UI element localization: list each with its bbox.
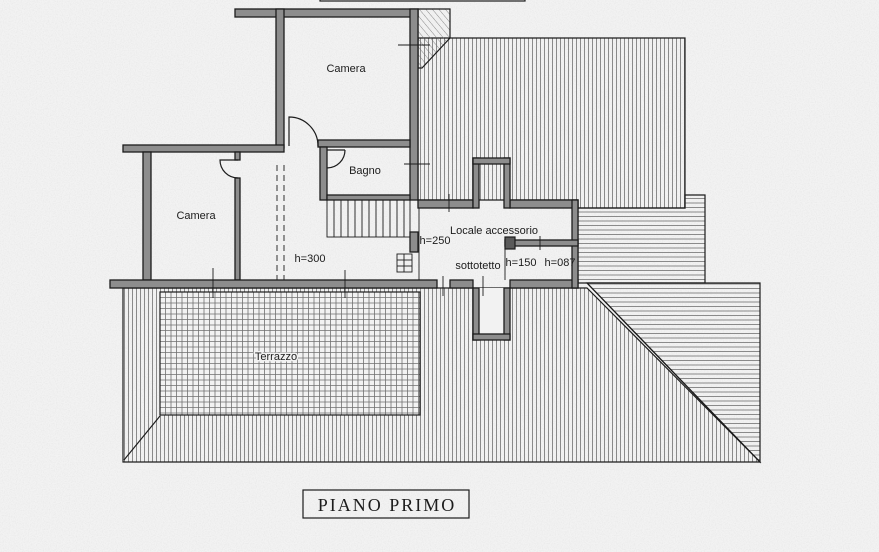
room-label-sottotetto: sottotetto <box>455 260 500 272</box>
door-swing-camera-left <box>219 159 239 179</box>
room-label-camera-left: Camera <box>176 210 216 222</box>
plan-title: PIANO PRIMO <box>318 495 457 515</box>
wall-annex-bottom <box>472 333 511 341</box>
walls <box>109 8 579 341</box>
room-label-bagno: Bagno <box>349 165 381 177</box>
wall-top <box>234 8 419 18</box>
wall-annex-left <box>472 287 480 341</box>
room-label-camera-top: Camera <box>326 63 366 75</box>
wall-bottom-east <box>509 279 579 289</box>
height-label-locale: h=250 <box>420 235 451 247</box>
height-label-corridor: h=300 <box>295 253 326 265</box>
wall-left-room-top <box>122 144 285 153</box>
terrazzo-paving <box>159 291 421 416</box>
wall-locale-top-east <box>509 199 579 209</box>
height-label-sottotetto-low: h=087 <box>545 257 576 269</box>
wall-tower-left <box>472 157 480 209</box>
roof-upper <box>417 37 686 209</box>
wall-tower-right <box>503 157 511 209</box>
wall-top-room-left <box>275 8 285 149</box>
pillar <box>504 236 516 250</box>
stair-treads <box>333 200 405 237</box>
wall-left-room-right <box>234 177 241 281</box>
wall-bagno-left <box>319 146 328 201</box>
height-label-sottotetto-mid: h=150 <box>506 257 537 269</box>
wall-bagno-top <box>317 139 411 148</box>
wall-annex-right <box>503 287 511 341</box>
roof-hip-line-left <box>123 415 161 461</box>
wall-stair-side <box>409 231 419 253</box>
door-swing-bagno <box>326 149 346 169</box>
title-box <box>302 489 470 519</box>
wall-bagno-bottom <box>326 194 411 201</box>
wall-top-room-right <box>409 8 419 201</box>
door-swing-camera-top <box>288 116 319 147</box>
opening-ticks <box>212 44 541 298</box>
room-label-locale: Locale accessorio <box>450 225 538 237</box>
wall-internal <box>504 239 579 247</box>
wall-bottom-west <box>109 279 438 289</box>
wall-left-room-left <box>142 151 152 281</box>
wall-tower-top <box>472 157 511 165</box>
roof-hip-line-right <box>586 282 761 463</box>
small-stair <box>396 253 413 273</box>
roof-right-strip <box>577 194 706 284</box>
wall-door-stub <box>234 151 241 161</box>
room-label-terrazzo: Terrazzo <box>255 351 297 363</box>
wall-bottom-mid <box>449 279 474 289</box>
top-frame-edge <box>319 0 526 2</box>
wall-locale-top-west <box>417 199 474 209</box>
